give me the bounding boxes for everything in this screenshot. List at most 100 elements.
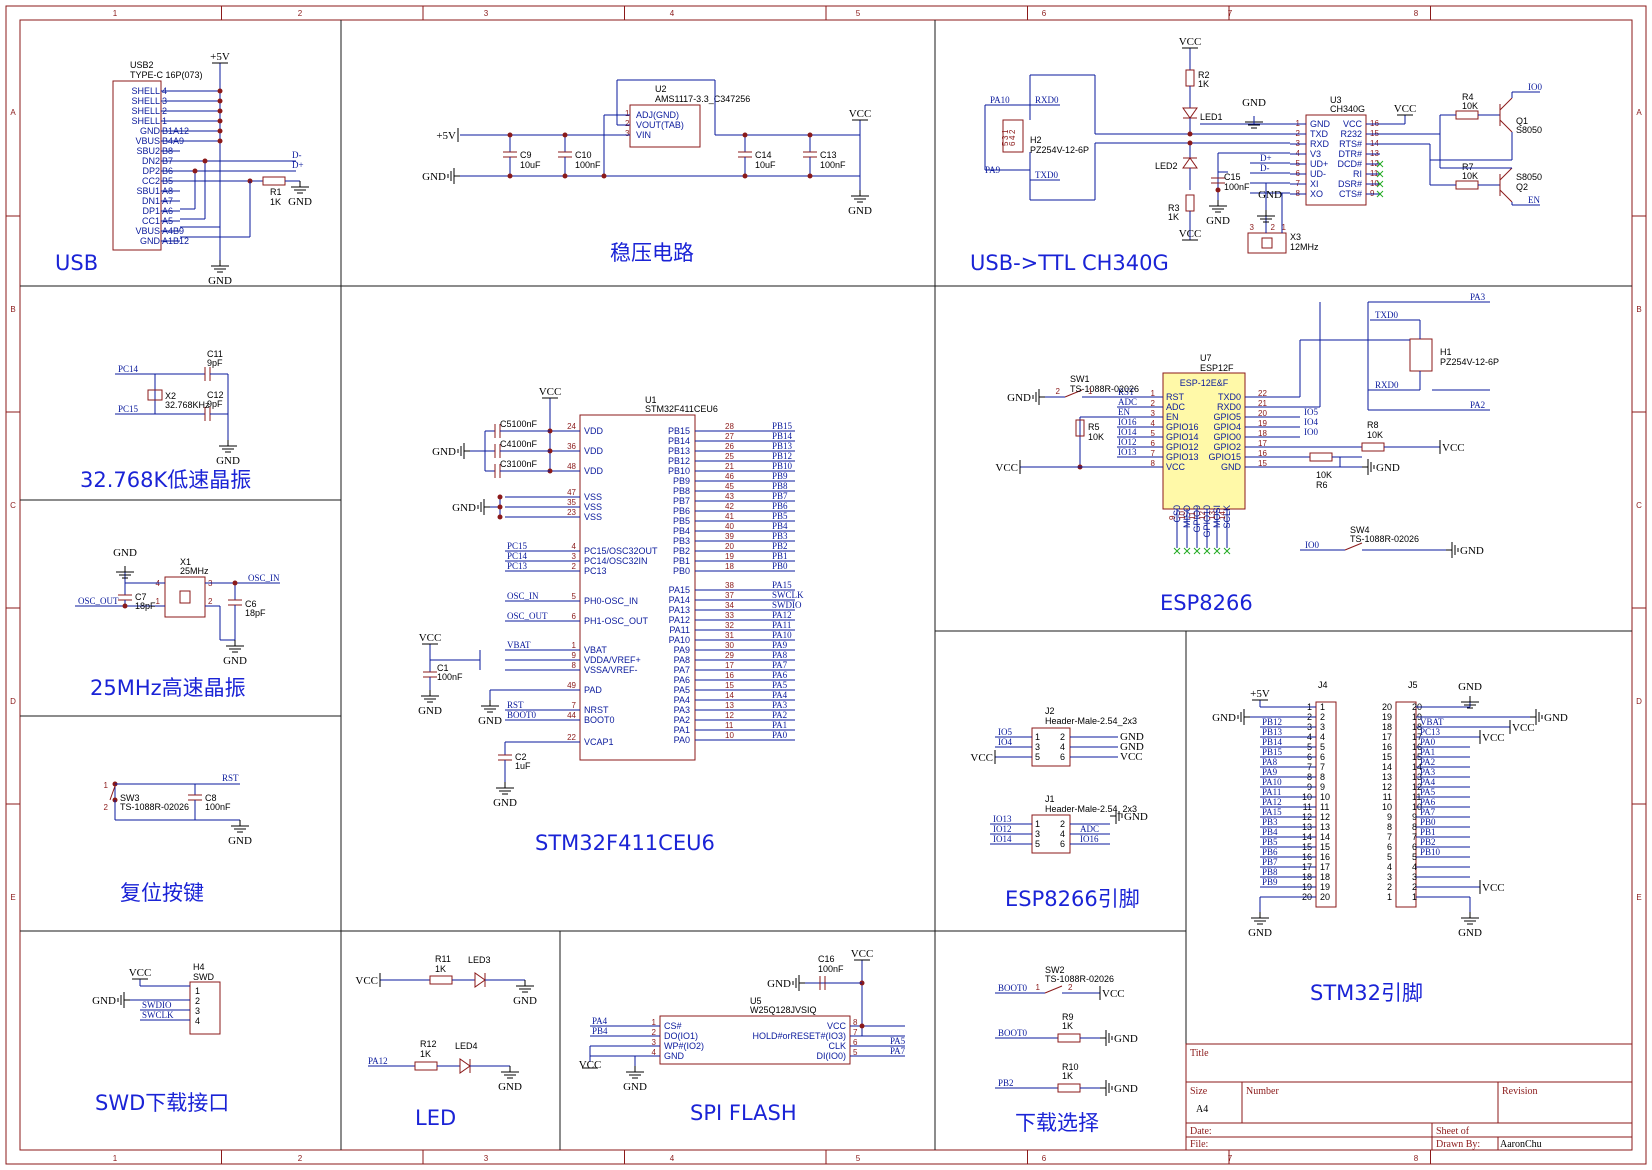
stm32-pin-number: 31 [725,631,734,640]
power-label: VCC [1102,988,1125,1000]
stm32-pin-name: PA4 [674,695,690,705]
net-label: PA8 [1262,757,1278,767]
esp-pin-name: ADC [1166,402,1186,412]
usb-pin-name: SBU2 [136,146,160,156]
ch340-pin-name: CTS# [1339,189,1362,199]
power-label: VCC [1442,442,1465,454]
ground-label: GND [498,1081,522,1093]
esp-pin-name: GPIO5 [1213,412,1241,422]
ground-label: GND [418,705,442,717]
stm32-pin-number: 23 [567,508,576,517]
net-label: TXD0 [1375,310,1398,320]
u3-value: CH340G [1330,104,1365,114]
net-label: PA3 [1470,292,1486,302]
q1-ref: Q1 [1516,116,1528,126]
c15-value: 100nF [1224,182,1250,192]
sw-pin: 2 [1068,983,1073,992]
stm32-pin-name: PB3 [673,536,690,546]
esp-pin-number: 13 [1208,511,1217,520]
net-label: PA10 [990,95,1010,105]
stm32-pin-name: PB8 [673,486,690,496]
h2-body [1002,119,1024,153]
stm32-pin-name: VDD [584,446,604,456]
ch340-pin-name: UD+ [1310,159,1328,169]
stm32-pin-number: 13 [725,701,734,710]
ground-label: GND [1544,712,1568,724]
esp-pin-number: 15 [1258,459,1267,468]
power-label: VCC [355,975,378,987]
esp-pin-name: VCC [1166,462,1186,472]
ch340-pin-name: GND [1310,119,1331,129]
resistor [1185,69,1195,87]
usb-pin-name: CC2 [142,176,160,186]
border-col-label: 6 [1042,9,1047,18]
stm32-pin-number: 14 [725,691,734,700]
resistor [262,176,286,186]
flash-pin-name: GND [664,1051,685,1061]
swd-pin-number: 1 [195,986,200,996]
j4-pin-number: 8 [1320,772,1325,782]
ch340-pin-name: DCD# [1337,159,1362,169]
j5-pin-number: 1 [1387,892,1392,902]
net-label: PB4 [772,521,788,531]
esp12-body [1162,372,1246,510]
j4-pin-number: 20 [1320,892,1330,902]
stm32-pin-number: 15 [725,681,734,690]
net-label: D+ [1260,153,1272,163]
power-label: VCC [1482,732,1505,744]
esp-pin-number: 20 [1258,409,1267,418]
esp-pin-number: 17 [1258,439,1267,448]
r4-ref: R4 [1462,92,1474,102]
stm32-pin-name: PB9 [673,476,690,486]
net-label: PB8 [1262,867,1278,877]
j4-pin-number: 18 [1320,872,1330,882]
usb-pin-name: DN1 [142,196,160,206]
j5-pin-number: 13 [1382,772,1392,782]
r10-value: 1K [1062,1071,1073,1081]
net-label: PA12 [772,610,792,620]
junction-dot [807,132,813,138]
ground-label: GND [1212,712,1236,724]
j5-pin-number: 6 [1412,842,1417,852]
usb-pin-name: SHELL [131,96,160,106]
section-title: 稳压电路 [610,241,694,265]
stm32-pin-name: PA11 [669,625,690,635]
net-label: PC15 [118,404,139,414]
ground-label: GND [432,446,456,458]
section-title: LED [415,1106,456,1130]
ground-label: GND [1242,97,1266,109]
flash-pin-number: 1 [652,1018,657,1027]
no-connect-mark [1193,547,1201,555]
stm32-pin-number: 48 [567,462,576,471]
net-label: IO14 [1118,427,1137,437]
net-label: PB4 [592,1026,608,1036]
section-title: STM32F411CEU6 [535,831,715,855]
power-label: VCC [1179,36,1202,48]
net-label: PA5 [1420,787,1436,797]
resistor [414,1061,438,1071]
h2-pin-number: 5 [1001,141,1010,146]
lse-crystal [147,389,163,401]
section-title: 32.768K低速晶振 [80,468,251,492]
ground-label: GND [1114,1033,1138,1045]
j1-value: Header-Male-2.54_2x3 [1045,804,1137,814]
esp-pin-name: GPIO4 [1213,422,1241,432]
ground-label: GND [1460,545,1484,557]
junction-dot [742,132,748,138]
led1-ref: LED1 [1200,112,1223,122]
r11-ref: R11 [435,954,451,964]
j5-pin-number: 4 [1412,862,1417,872]
stm32-pin-number: 34 [725,601,734,610]
titleblock-drawn-label: Drawn By: [1436,1139,1480,1150]
ams1117-pin-number: 1 [625,109,630,118]
r3-value: 1K [1168,212,1179,222]
esp-pin-number: 12 [1198,511,1207,520]
h2-ref: H2 [1030,135,1042,145]
stm32-pin-name: PA6 [674,675,690,685]
stm32-pin-number: 36 [567,442,576,451]
power-label: VCC [849,108,872,120]
j4-pin-number: 4 [1320,732,1325,742]
ch340-pin-name: VCC [1343,119,1363,129]
junction-dot [562,132,568,138]
stm32-pin-name: VSS [584,492,602,502]
